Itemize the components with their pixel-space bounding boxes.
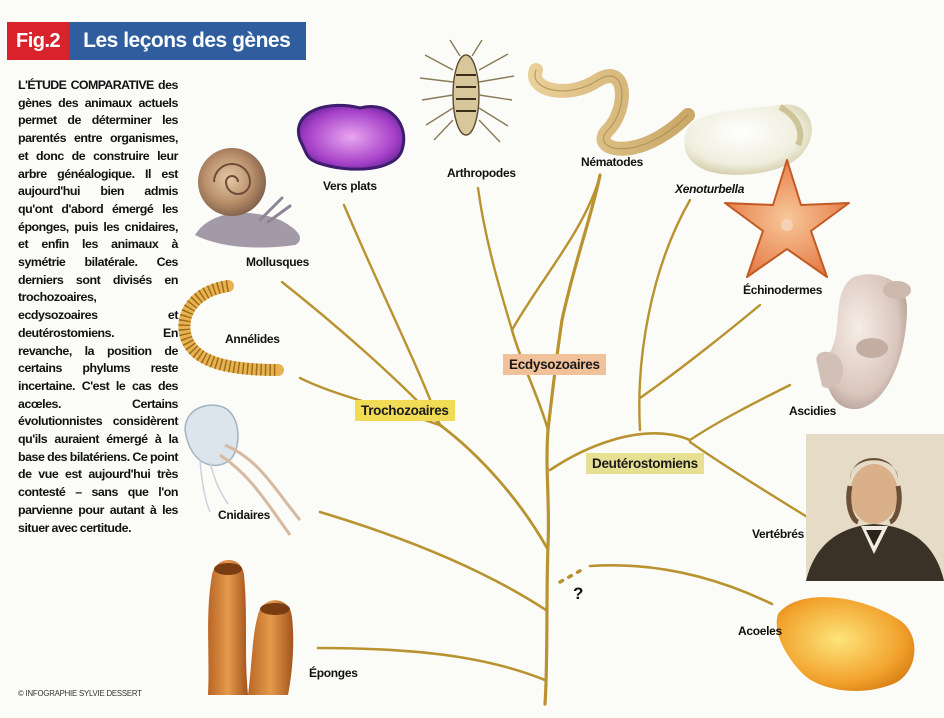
label-cnidaires: Cnidaires — [218, 508, 270, 522]
branch-xenoturbella — [639, 200, 690, 430]
label-xenoturbella: Xenoturbella — [675, 182, 744, 196]
label-annelides: Annélides — [225, 332, 280, 346]
label-mollusques: Mollusques — [246, 255, 309, 269]
group-trochozoaires: Trochozoaires — [355, 400, 455, 421]
label-vertebres: Vertébrés — [752, 527, 804, 541]
branch-arthropodes — [478, 188, 512, 330]
nematode-illustration — [535, 70, 688, 149]
branch-acoeles — [590, 565, 772, 604]
group-deuterostomiens: Deutérostomiens — [586, 453, 704, 474]
branch-cnidaires — [320, 512, 546, 610]
eponge-illustration — [208, 560, 293, 695]
label-arthropodes: Arthropodes — [447, 166, 516, 180]
arthropode-illustration — [420, 40, 514, 142]
annelide-illustration — [184, 286, 278, 370]
group-ecdysozoaires: Ecdysozoaires — [503, 354, 606, 375]
branch-acoeles-dots — [560, 568, 585, 582]
xenoturbella-illustration — [684, 104, 812, 174]
echinoderme-illustration — [725, 160, 849, 277]
label-acoeles: Acoeles — [738, 624, 782, 638]
vertebre-portrait — [806, 434, 944, 581]
uncertain-position-mark: ? — [573, 584, 583, 604]
tree-branches — [282, 175, 812, 704]
branch-nematodes — [512, 176, 600, 330]
branch-vers-plats — [344, 205, 440, 425]
label-echinodermes: Échinodermes — [743, 283, 822, 297]
mollusque-illustration — [195, 148, 300, 248]
label-eponges: Éponges — [309, 666, 358, 680]
branch-trochozoa-stem — [440, 425, 547, 548]
label-ascidies: Ascidies — [789, 404, 836, 418]
ascidie-illustration — [816, 274, 911, 409]
branch-vertebres — [690, 442, 812, 520]
acoele-illustration — [777, 597, 915, 691]
branch-echinodermes — [640, 305, 760, 398]
branch-ecdysozoa-stem — [512, 330, 548, 430]
label-vers-plats: Vers plats — [323, 179, 377, 193]
label-nematodes: Nématodes — [581, 155, 643, 169]
branch-trunk — [545, 175, 600, 704]
vers-plats-illustration — [298, 105, 403, 169]
branch-ascidies — [690, 385, 790, 440]
